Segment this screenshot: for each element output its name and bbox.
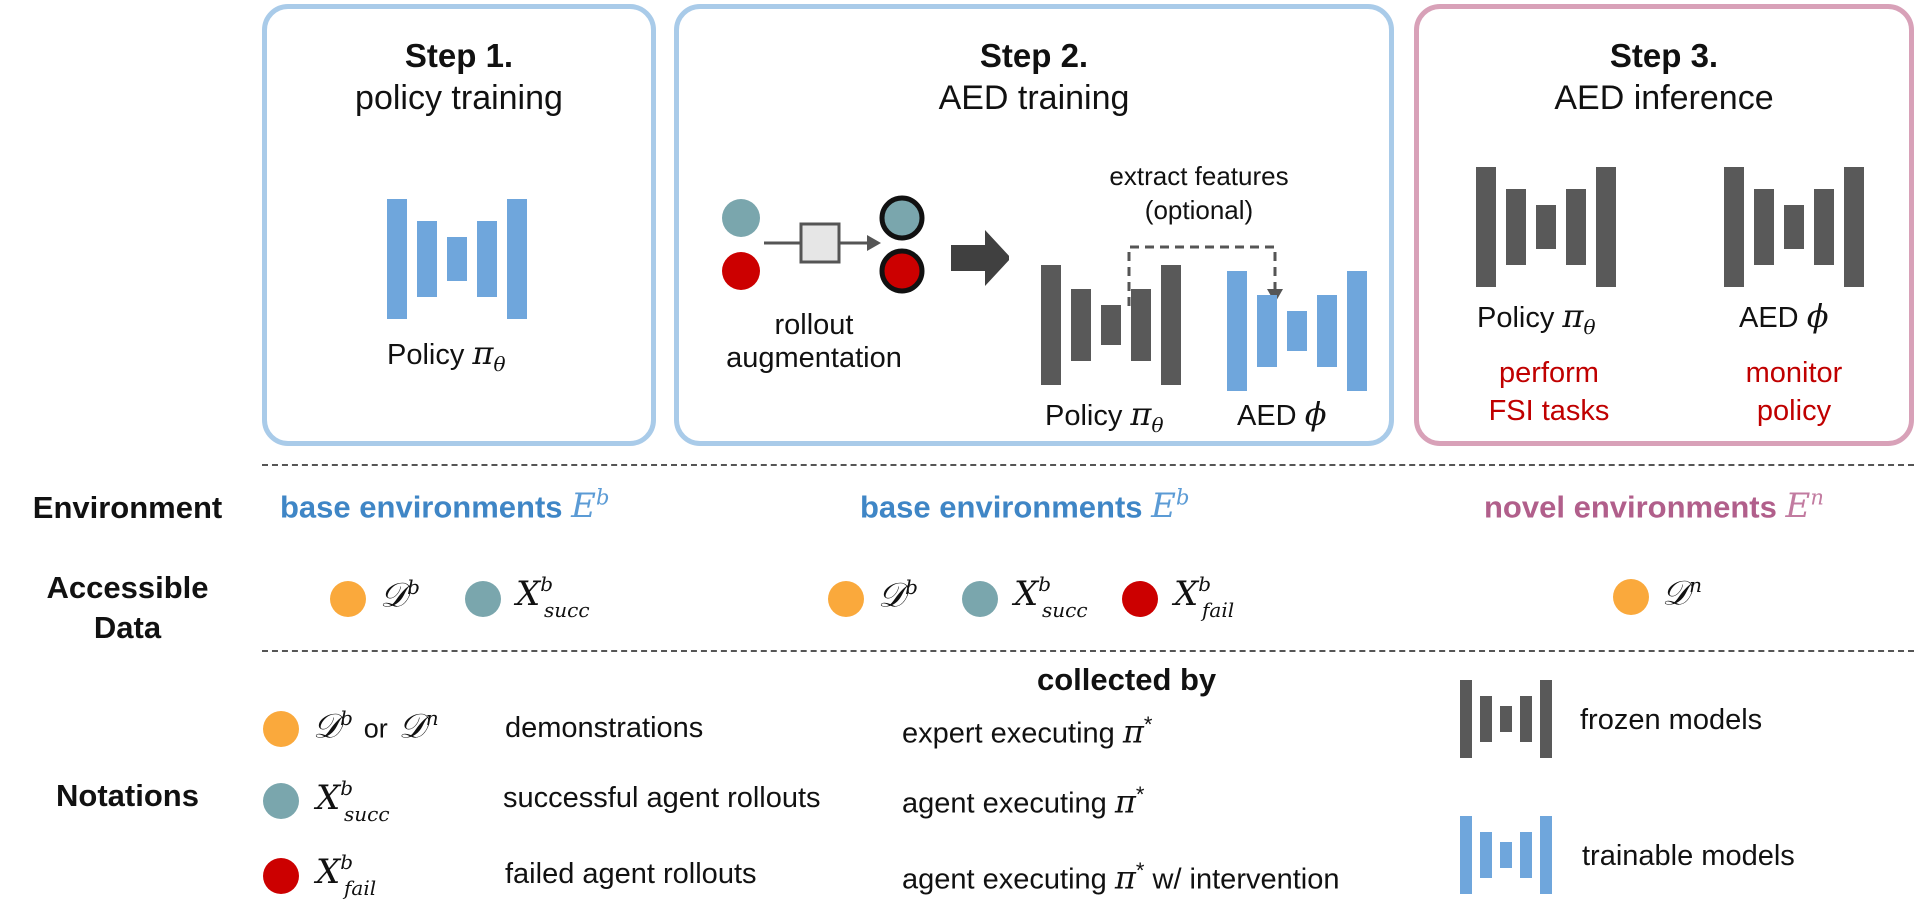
data-dot-orange	[330, 581, 366, 617]
frozen-models-label: frozen models	[1580, 704, 1763, 736]
data-symbol-Db: 𝒟b	[878, 575, 918, 616]
data-symbol-Xsucc: Xbsucc	[516, 572, 590, 622]
notation-desc-demonstrations: demonstrations	[505, 712, 704, 744]
step1-policy-label: Policy πθ	[387, 334, 506, 376]
rollout-label: rollout augmentation	[726, 309, 902, 374]
trainable-models-label: trainable models	[1582, 840, 1795, 872]
notation-collected-intervention: agent executing π* w/ intervention	[902, 858, 1340, 897]
step2-policy-network-icon	[1041, 265, 1181, 385]
environment-row-label: Environment	[32, 490, 223, 525]
step3-policy-role: perform FSI tasks	[1488, 357, 1610, 427]
trainable-model-legend-icon	[1460, 816, 1552, 894]
data-dot-orange	[828, 581, 864, 617]
extract-features-label: extract features (optional)	[1109, 161, 1289, 225]
env-step3: novel environments En	[1484, 486, 1824, 527]
data-symbol-Dn: 𝒟n	[1662, 573, 1703, 614]
data-dot-teal	[962, 581, 998, 617]
env-step2: base environments Eb	[860, 486, 1190, 527]
accessible-data-row-label: Accessible Data	[46, 570, 209, 645]
notation-dot-red	[263, 858, 299, 894]
data-dot-teal	[465, 581, 501, 617]
notation-dot-orange	[263, 711, 299, 747]
collected-by-header: collected by	[1037, 662, 1217, 697]
step3-title: Step 3.	[1609, 37, 1719, 74]
data-symbol-Db: 𝒟b	[380, 575, 420, 616]
step3-subtitle: AED inference	[1554, 79, 1774, 117]
step3-policy-network-icon	[1476, 167, 1616, 287]
data-symbol-Xfail: Xbfail	[1174, 572, 1235, 622]
notation-collected-agent: agent executing π*	[902, 782, 1145, 821]
step2-policy-label: Policy πθ	[1045, 395, 1164, 437]
data-symbol-Xsucc: Xbsucc	[1014, 572, 1088, 622]
env-step1: base environments Eb	[280, 486, 610, 527]
notation-symbol-Xfail: Xbfail	[316, 850, 377, 900]
step2-subtitle: AED training	[938, 79, 1130, 117]
step1-title: Step 1.	[404, 37, 514, 74]
step1-panel: Step 1. policy training Policy πθ	[262, 4, 656, 446]
step1-policy-network-icon	[387, 199, 527, 319]
step2-aed-label: AED ϕ	[1237, 395, 1327, 433]
notations-row-label: Notations	[56, 778, 199, 813]
step2-aed-network-icon	[1227, 271, 1367, 391]
notation-symbol-Xsucc: Xbsucc	[316, 776, 390, 826]
notation-collected-expert: expert executing π*	[902, 712, 1153, 751]
notation-dot-teal	[263, 783, 299, 819]
rollout-augmentation-graphic	[722, 195, 1009, 294]
notation-symbol-D: 𝒟b or 𝒟n	[313, 706, 439, 747]
frozen-model-legend-icon	[1460, 680, 1552, 758]
step3-policy-label: Policy πθ	[1477, 297, 1596, 339]
step2-panel: Step 2. AED training rollout augmentatio…	[674, 4, 1394, 446]
step2-title: Step 2.	[979, 37, 1089, 74]
data-dot-orange	[1613, 579, 1649, 615]
notation-desc-failed: failed agent rollouts	[505, 858, 757, 890]
step1-subtitle: policy training	[355, 79, 563, 117]
step3-aed-role: monitor policy	[1745, 357, 1843, 427]
step3-aed-network-icon	[1724, 167, 1864, 287]
step3-panel: Step 3. AED inference Policy πθ AED ϕ pe…	[1414, 4, 1914, 446]
separator-bottom	[262, 650, 1914, 652]
data-dot-red	[1122, 581, 1158, 617]
notation-desc-successful: successful agent rollouts	[503, 782, 821, 814]
separator-top	[262, 464, 1914, 466]
step3-aed-label: AED ϕ	[1739, 297, 1829, 335]
